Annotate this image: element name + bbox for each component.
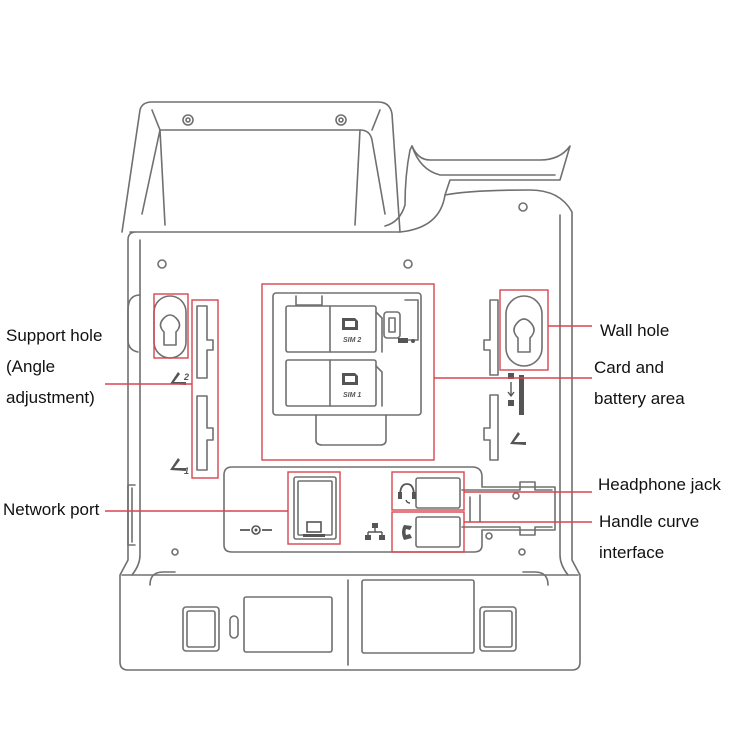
network-port-callout: Network port (3, 500, 100, 519)
lock-icon (507, 373, 524, 415)
headphone-jack-highlight (391, 471, 465, 511)
laptop-icon (303, 521, 325, 537)
handset-cradle (384, 145, 571, 233)
network-port-highlight (287, 471, 341, 545)
wall-keyhole (505, 295, 543, 367)
angle-2-label: 2 (183, 372, 189, 382)
dc-power-icon (240, 525, 272, 535)
sim-card-icon (342, 373, 358, 385)
card-battery-callout: Card and battery area (594, 358, 685, 408)
angle-1-label: 1 (184, 466, 189, 476)
support-hole-highlight (153, 293, 189, 359)
icons (170, 318, 526, 540)
headphone-jack-callout: Headphone jack (598, 475, 721, 494)
card-battery-highlight (261, 283, 435, 461)
wall-hole-callout: Wall hole (600, 321, 670, 340)
stand-angle-icon (170, 372, 526, 471)
support-slots-highlight (191, 299, 219, 479)
support-slots (196, 305, 214, 471)
leader-lines (105, 325, 592, 523)
phone-body (119, 189, 581, 671)
ethernet-icon (365, 523, 385, 540)
headset-icon (398, 483, 416, 504)
highlights (153, 283, 549, 553)
support-hole-callout: Support hole (Angle adjustment) (6, 326, 103, 407)
port-panel (223, 466, 556, 553)
card-battery-compartment (272, 292, 422, 446)
battery-icon (398, 338, 415, 343)
stand-bracket (121, 101, 401, 233)
left-side-clips (127, 294, 141, 546)
handle-curve-callout: Handle curve interface (599, 512, 700, 562)
sim-card-icon (342, 318, 358, 330)
handle-interface-highlight (391, 511, 465, 553)
sim2-label: SIM 2 (343, 337, 361, 344)
wall-hole-highlight (499, 289, 549, 371)
right-slots (483, 299, 499, 461)
handset-icon (402, 525, 412, 540)
sim1-label: SIM 1 (343, 392, 361, 399)
support-keyhole (153, 295, 187, 359)
